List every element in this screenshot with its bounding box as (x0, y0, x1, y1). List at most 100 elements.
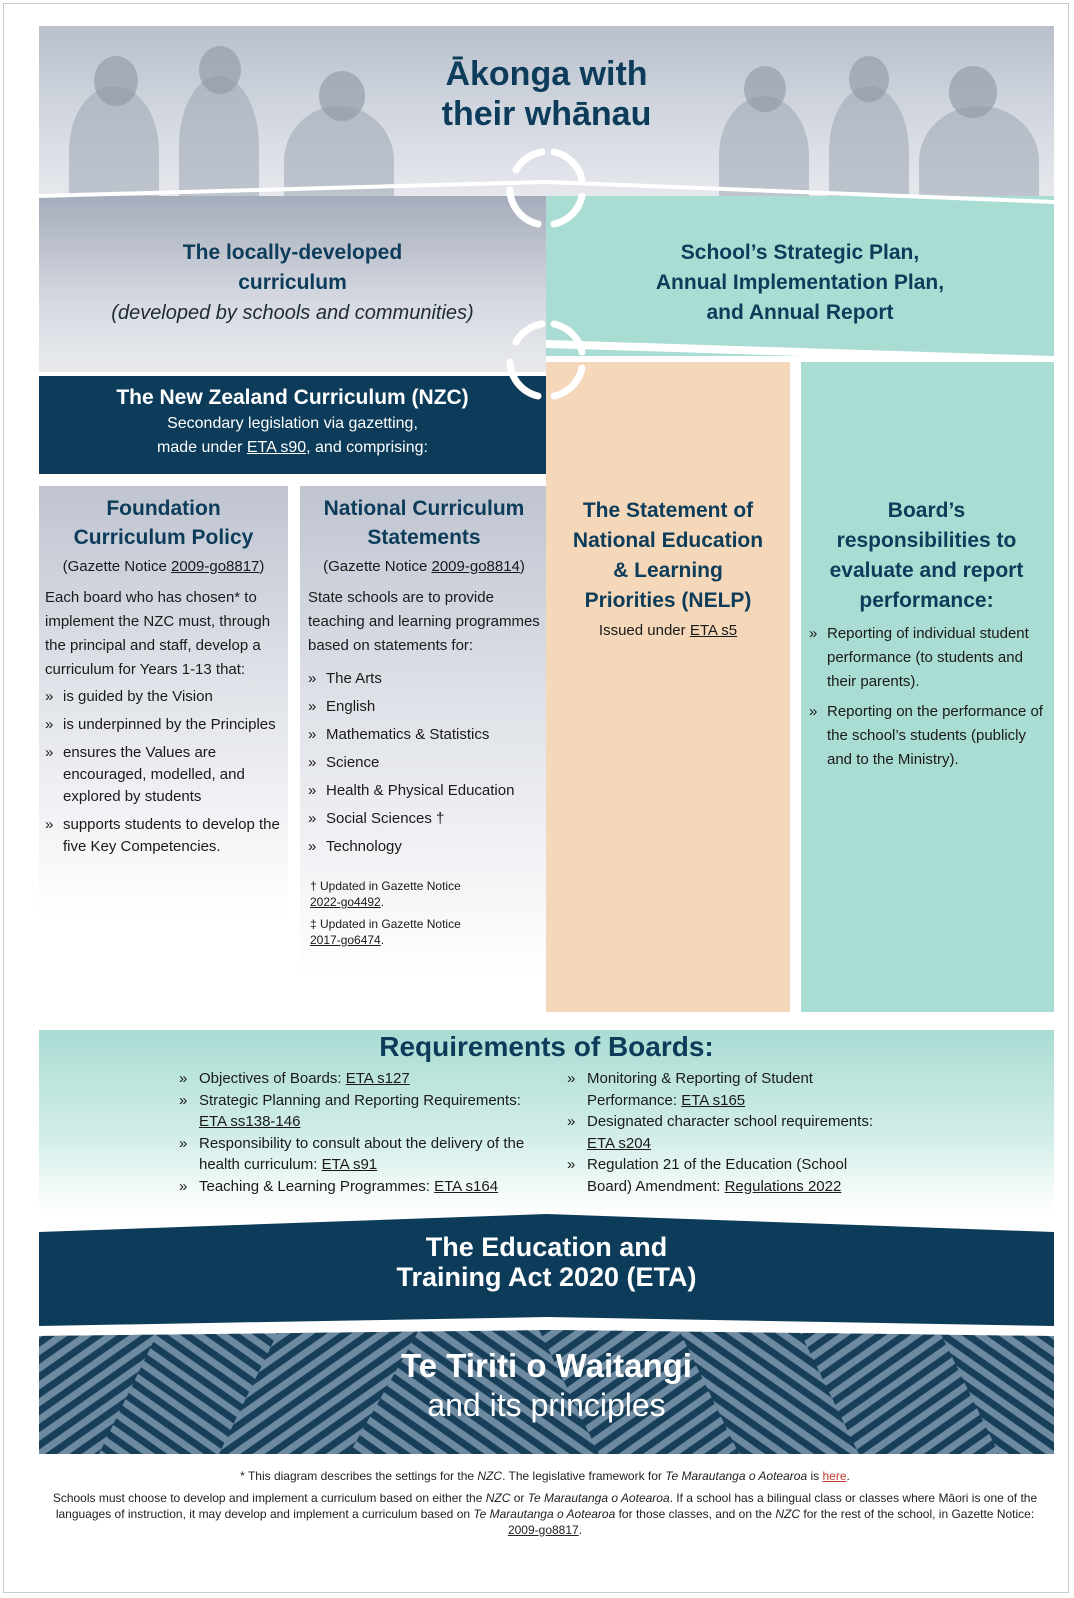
list-item: »supports students to develop the five K… (45, 816, 280, 855)
statements-list: »The Arts »English »Mathematics & Statis… (308, 668, 540, 858)
list-item-text: Mathematics & Statistics (326, 726, 490, 743)
footer-text: Te Marautanga o Aotearoa (527, 1491, 670, 1505)
nelp-title-2: National Education (572, 529, 764, 552)
list-item-text: ensures the Values are encouraged, model… (63, 744, 245, 805)
list-item: »Health & Physical Education (308, 782, 515, 799)
gazette-2009-go8817-footer-link[interactable]: 2009-go8817 (507, 1523, 579, 1537)
nzc-panel: The New Zealand Curriculum (NZC) Seconda… (39, 376, 546, 474)
list-item-text: Strategic Planning and Reporting Require… (199, 1091, 521, 1109)
list-item: »Strategic Planning and Reporting Requir… (179, 1091, 521, 1131)
local-curriculum-panel: The locally-developed curriculum (develo… (39, 196, 546, 372)
footer-text: * This diagram describes the settings fo… (240, 1469, 478, 1483)
footer-note: * This diagram describes the settings fo… (40, 1468, 1050, 1538)
strategic-plan-line-2: Annual Implementation Plan, (655, 271, 945, 294)
gazette-2009-go8817-link[interactable]: 2009-go8817 (170, 558, 260, 575)
list-item-text: English (326, 698, 376, 715)
tiriti-title-2: and its principles (427, 1387, 666, 1423)
list-item: »is underpinned by the Principles (45, 716, 276, 733)
footer-text: or (510, 1491, 528, 1505)
footer-text: Te Marautanga o Aotearoa (665, 1469, 808, 1483)
list-item-text: Teaching & Learning Programmes: (199, 1177, 435, 1195)
footer-text: is (807, 1469, 823, 1483)
regulations-2022-link[interactable]: Regulations 2022 (724, 1177, 842, 1195)
foundation-title-1: Foundation (106, 497, 221, 520)
nzc-line-2-text: made under (157, 439, 247, 456)
local-curriculum-title-2: curriculum (238, 271, 347, 294)
gazette-2022-go4492-link[interactable]: 2022-go4492 (310, 895, 381, 909)
cycle-arrows-icon (506, 320, 586, 400)
eta-s90-link[interactable]: ETA s90 (246, 439, 307, 456)
board-title: Board’s responsibilities to evaluate and… (809, 496, 1044, 616)
requirements-title: Requirements of Boards: (379, 1031, 714, 1062)
requirements-list-right: »Monitoring & Reporting of Student Perfo… (567, 1068, 887, 1197)
footer-text: NZC (485, 1491, 511, 1505)
gazette-2017-go6474-link[interactable]: 2017-go6474 (310, 933, 381, 947)
footnote-1: † Updated in Gazette Notice 2022-go4492. (308, 878, 540, 910)
eta-s204-link[interactable]: ETA s204 (587, 1134, 651, 1152)
nzc-line-2: made under ETA s90, and comprising: (39, 436, 546, 460)
eta-title-1: The Education and (425, 1232, 668, 1262)
nelp-issued-text: Issued under (598, 622, 690, 639)
list-item-text: is guided by the Vision (63, 688, 213, 705)
nelp-title-4: Priorities (NELP) (584, 589, 752, 612)
foundation-notice-text: (Gazette Notice (62, 558, 171, 575)
list-item-text: The Arts (326, 670, 382, 687)
board-title-2: responsibilities to (836, 529, 1017, 552)
eta-s164-link[interactable]: ETA s164 (434, 1177, 499, 1195)
title-line-2: their whānau (441, 95, 652, 133)
eta-s5-link[interactable]: ETA s5 (689, 622, 738, 639)
footer-text: . If a school has a bilingual class or c… (55, 1491, 1038, 1521)
foundation-notice-close: ) (259, 558, 265, 575)
list-item-text: Social Sciences † (326, 810, 445, 827)
footer-text: for those classes, and on the (615, 1507, 776, 1521)
nelp-title: The Statement of National Education & Le… (546, 496, 790, 616)
foundation-intro: Each board who has chosen* to implement … (45, 589, 271, 678)
stripe-pattern (39, 1330, 1054, 1454)
tiriti-title: Te Tiriti o Waitangi and its principles (39, 1346, 1054, 1424)
requirements-panel: Requirements of Boards: »Objectives of B… (39, 1030, 1054, 1212)
eta-s127-link[interactable]: ETA s127 (345, 1070, 410, 1087)
separator-top (39, 180, 1054, 204)
list-item: »Objectives of Boards: ETA s127 (179, 1070, 410, 1087)
list-item: »Designated character school requirement… (567, 1113, 873, 1152)
here-link[interactable]: here (822, 1469, 847, 1483)
nelp-panel: The Statement of National Education & Le… (546, 362, 790, 1012)
list-item-text: Reporting on the performance of the scho… (827, 703, 1043, 768)
statements-notice-text: (Gazette Notice (323, 558, 432, 575)
list-item: »Mathematics & Statistics (308, 726, 490, 743)
list-item-text: Science (326, 754, 380, 771)
cycle-arrows-icon (506, 148, 586, 228)
list-item: »Responsibility to consult about the del… (179, 1134, 525, 1174)
list-item-text: supports students to develop the five Ke… (63, 816, 280, 855)
list-item-text: Technology (326, 838, 402, 855)
list-item: »Regulation 21 of the Education (School … (567, 1156, 848, 1195)
list-item: »Technology (308, 838, 402, 855)
title-line-1: Ākonga with (445, 55, 648, 93)
list-item-text: is underpinned by the Principles (63, 716, 276, 733)
nelp-issued: Issued under ETA s5 (546, 620, 790, 642)
eta-title: The Education and Training Act 2020 (ETA… (39, 1232, 1054, 1292)
list-item: »Teaching & Learning Programmes: ETA s16… (179, 1177, 499, 1195)
footer-text: NZC (477, 1469, 503, 1483)
foundation-curriculum-policy: Foundation Curriculum Policy (Gazette No… (39, 486, 288, 918)
eta-s165-link[interactable]: ETA s165 (681, 1091, 746, 1109)
nzc-line-1: Secondary legislation via gazetting, (167, 415, 418, 432)
strategic-plan-line-3: and Annual Report (706, 301, 894, 324)
nelp-title-1: The Statement of (582, 499, 754, 522)
gazette-2009-go8814-link[interactable]: 2009-go8814 (431, 558, 520, 575)
eta-ss138-146-link[interactable]: ETA ss138-146 (199, 1113, 301, 1130)
nzc-title: The New Zealand Curriculum (NZC) (116, 386, 469, 409)
board-title-4: performance: (859, 589, 994, 612)
list-item-text: Health & Physical Education (326, 782, 515, 799)
list-item-text: Objectives of Boards: (199, 1070, 346, 1087)
list-item-text: Designated character school requirements… (587, 1113, 873, 1130)
eta-s91-link[interactable]: ETA s91 (321, 1156, 378, 1173)
footer-text: . (578, 1523, 583, 1537)
list-item-text: Responsibility to consult about the deli… (199, 1134, 525, 1174)
foundation-list: »is guided by the Vision »is underpinned… (45, 686, 282, 858)
footer-text: for the rest of the school, in Gazette N… (800, 1507, 1035, 1521)
local-curriculum-title-1: The locally-developed (182, 241, 403, 264)
footer-text: NZC (775, 1507, 801, 1521)
header-banner: Ākonga with their whānau (39, 26, 1054, 196)
foundation-title-2: Curriculum Policy (73, 526, 254, 549)
